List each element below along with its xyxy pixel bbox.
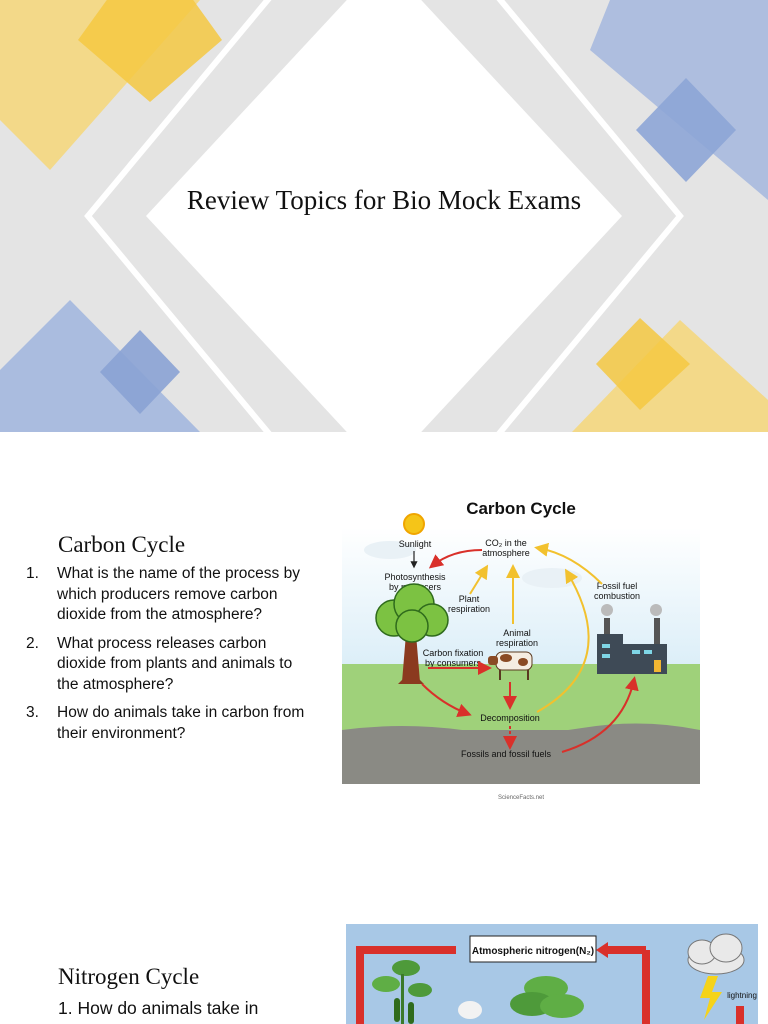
label-co2-2: atmosphere [482, 548, 530, 558]
label-fossils: Fossils and fossil fuels [461, 749, 552, 759]
presentation-title: Review Topics for Bio Mock Exams [186, 185, 582, 215]
label-fossil-combustion-2: combustion [594, 591, 640, 601]
carbon-question: 3.How do animals take in carbon from the… [26, 704, 305, 742]
label-decomposition: Decomposition [480, 713, 540, 723]
tree-icon [375, 583, 449, 684]
factory-icon [597, 604, 667, 674]
label-fossil-combustion: Fossil fuel [597, 581, 638, 591]
label-animal-respiration: Animal [503, 628, 531, 638]
nitrogen-cycle-heading: Nitrogen Cycle [58, 964, 200, 989]
carbon-cycle-diagram: Carbon Cycle Sunlight Photosynthesis by … [342, 499, 700, 801]
cloud-icon [687, 933, 745, 975]
label-plant-respiration: Plant [459, 594, 480, 604]
carbon-question-list: 1.What is the name of the process by whi… [26, 564, 318, 752]
label-carbon-fixation-2: by consumers [425, 658, 482, 668]
carbon-cycle-slide: Carbon Cycle 1.What is the name of the p… [0, 432, 768, 864]
shrub-icon [510, 976, 584, 1018]
nitrogen-cycle-slide: Nitrogen Cycle 1. How do animals take in… [0, 864, 768, 1024]
label-lightning: lightning [727, 991, 757, 1000]
label-plant-respiration-2: respiration [448, 604, 490, 614]
bean-plant-icon [372, 960, 432, 1024]
title-slide-decoration [0, 0, 768, 432]
nitrogen-question: 1. How do animals take in [58, 998, 259, 1018]
carbon-question: 2.What process releases carbon dioxide f… [26, 634, 293, 693]
rabbit-icon [458, 1001, 482, 1019]
label-animal-respiration-2: respiration [496, 638, 538, 648]
lightning-icon [700, 976, 722, 1020]
title-slide: Review Topics for Bio Mock Exams [0, 0, 768, 432]
nitrogen-cycle-diagram: Atmospheric nitrogen(N₂) lightning [346, 924, 758, 1024]
carbon-cycle-heading: Carbon Cycle [58, 532, 186, 557]
sun-icon [403, 513, 425, 535]
label-carbon-fixation: Carbon fixation [423, 648, 484, 658]
diagram-credit: ScienceFacts.net [498, 795, 544, 801]
cow-icon [488, 651, 533, 680]
label-atmospheric-nitrogen: Atmospheric nitrogen(N₂) [472, 946, 594, 957]
label-photosynthesis: Photosynthesis [384, 572, 446, 582]
label-sunlight: Sunlight [399, 539, 432, 549]
label-co2: CO₂ in the [485, 538, 527, 548]
diagram-title: Carbon Cycle [466, 499, 576, 518]
carbon-question: 1.What is the name of the process by whi… [26, 565, 300, 623]
